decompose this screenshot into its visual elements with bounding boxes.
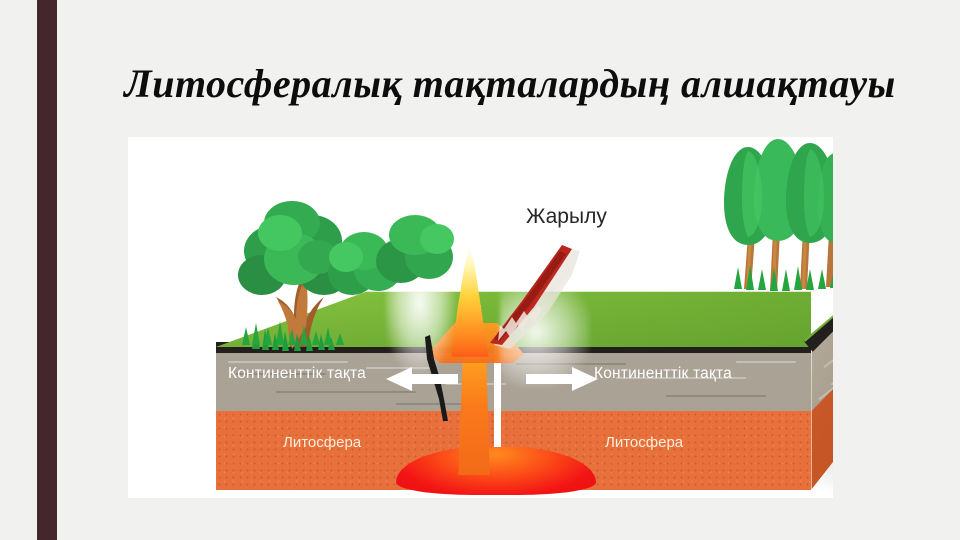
label-plate-left: Континенттік тақта [228,365,366,382]
earth-block: Континенттік тақта Континенттік тақта Ли… [128,137,833,498]
diagram-image: Континенттік тақта Континенттік тақта Ли… [128,137,833,498]
diagram-stage: Континенттік тақта Континенттік тақта Ли… [128,137,833,498]
bush-b-icon [376,215,454,283]
surface-fissure-icon [490,245,580,349]
tree-left-icon [238,201,350,351]
arrow-left-icon [386,367,458,391]
trees-right-icon [724,139,833,291]
rift-gap [494,333,501,493]
arrow-right-icon [526,367,598,391]
label-lithosphere-left: Литосфера [283,434,362,451]
accent-bar [37,0,57,540]
label-plate-right: Континенттік тақта [594,365,732,382]
page-title: Литосфералық тақталардың алшақтауы [124,61,896,106]
magma-chamber [396,447,596,495]
block-right-side [804,285,833,495]
grass-left-icon [242,321,344,345]
label-rift: Жарылу [526,205,607,228]
label-lithosphere-right: Литосфера [605,434,684,451]
